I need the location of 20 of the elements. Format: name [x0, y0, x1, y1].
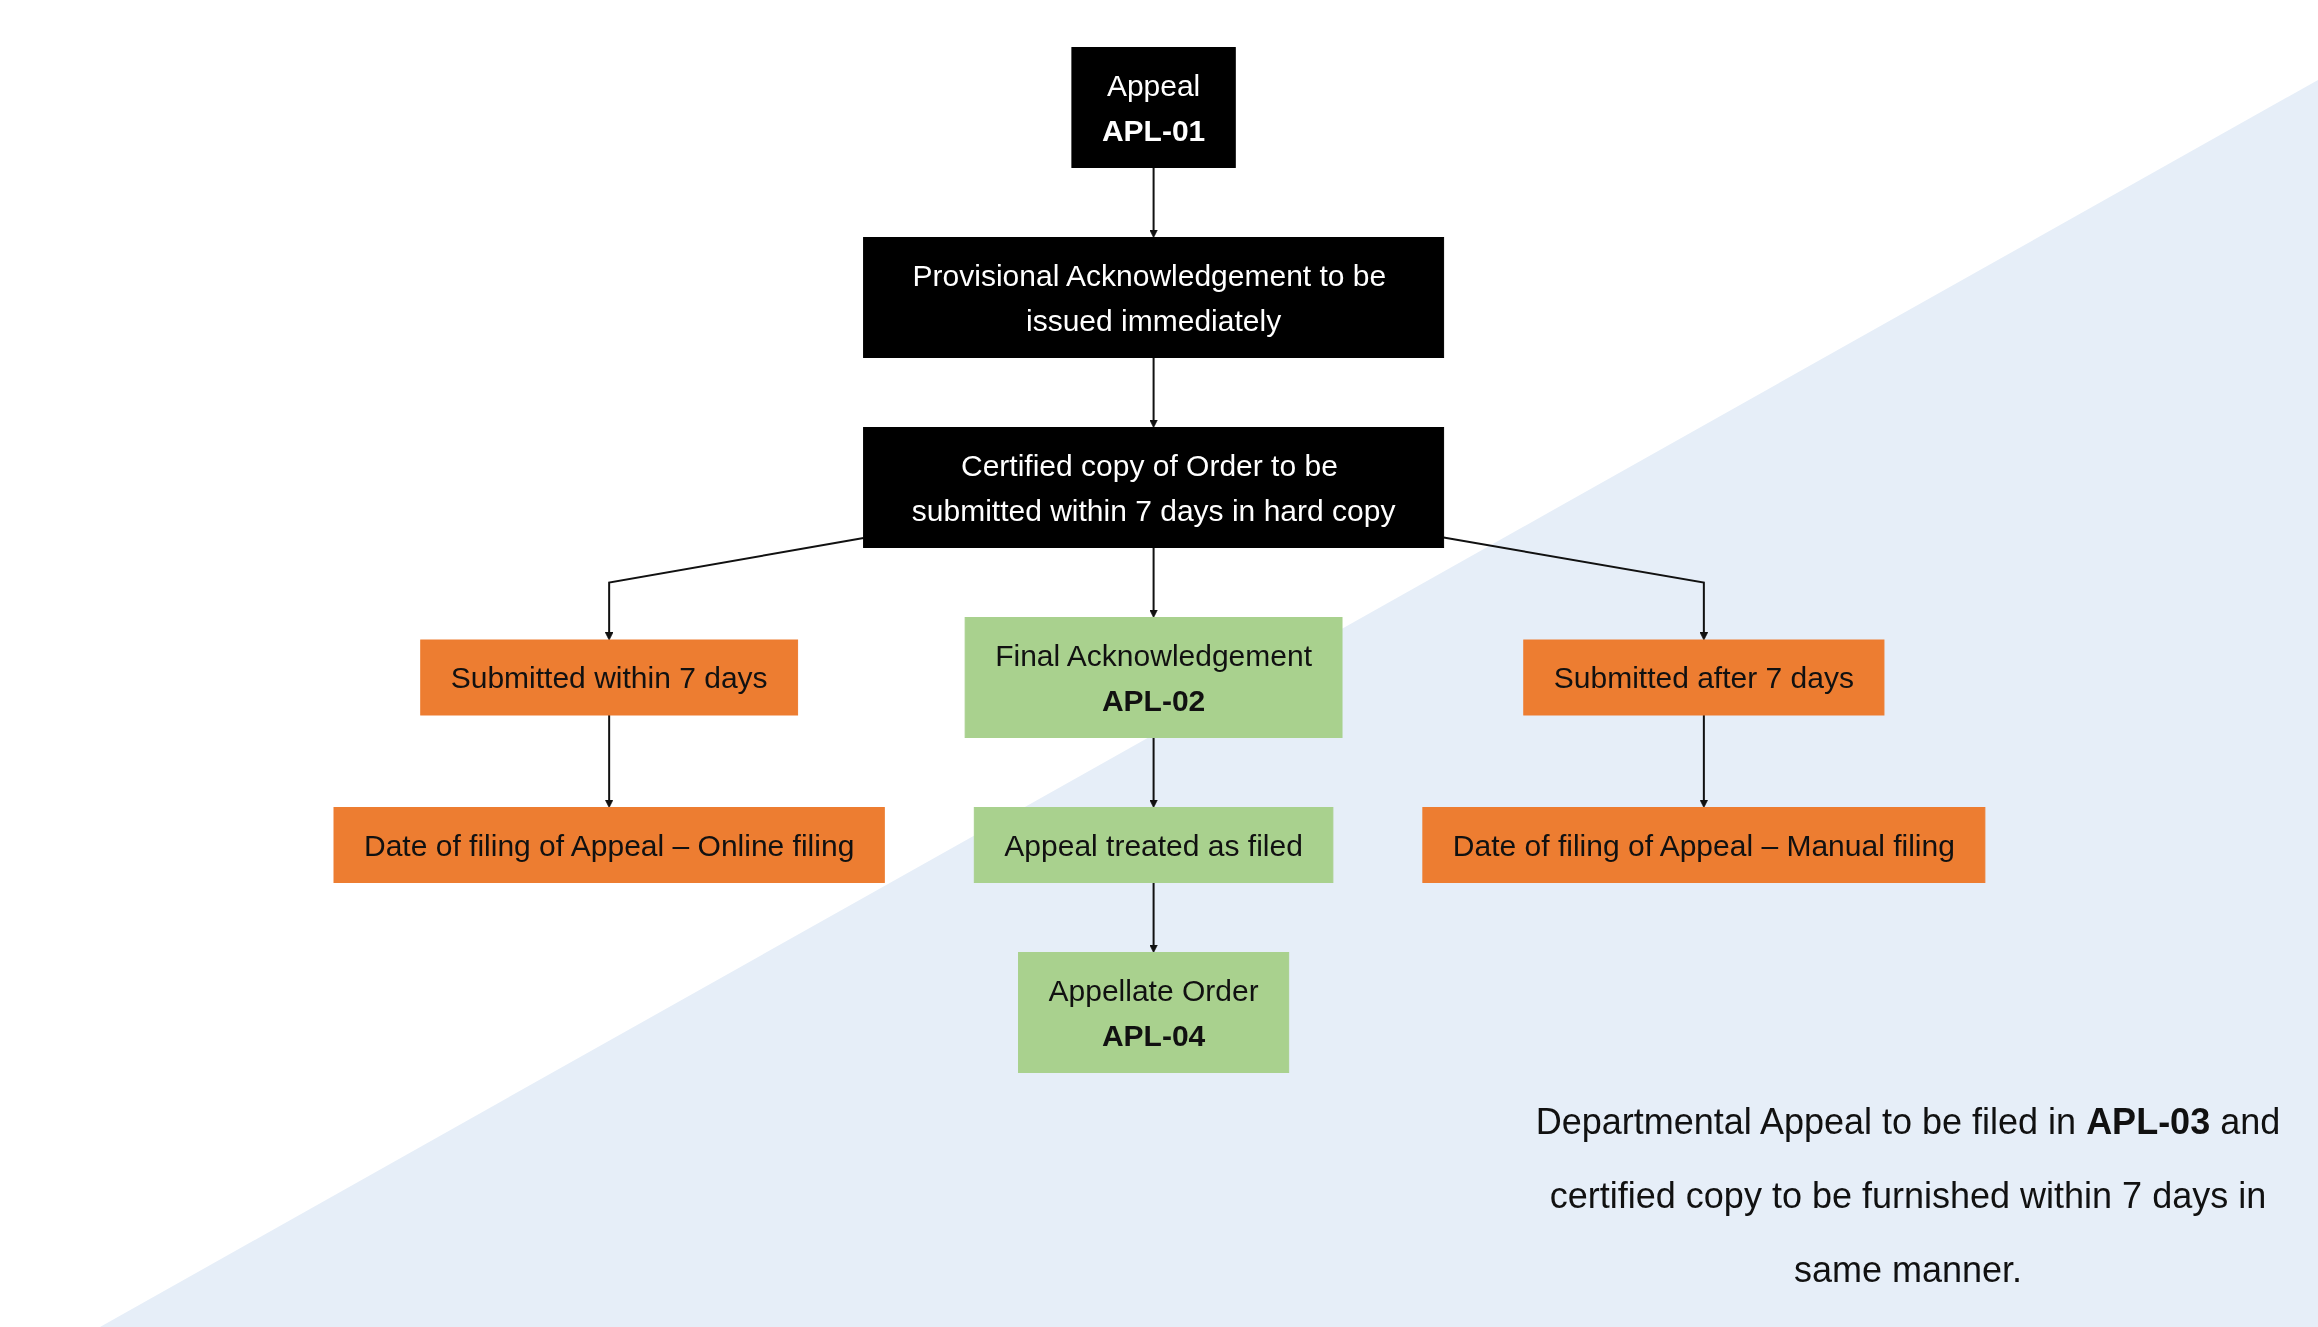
node-box: Appeal APL-01 — [1070, 47, 1236, 168]
arrow — [1148, 881, 1158, 953]
arrow — [604, 537, 865, 641]
note-text: Departmental Appeal to be filed in APL-03 and certified copy to be furnished within 7 days in same manner. — [1534, 1100, 2282, 1292]
node-box: Certified copy of Order to be submitted within 7 days in hard copy — [862, 427, 1444, 548]
arrow — [604, 714, 614, 808]
arrow — [1148, 166, 1158, 238]
node-box: Appeal treated as filed — [973, 807, 1333, 883]
node-box: Provisional Acknowledgement to be issued immediately — [862, 237, 1444, 358]
node-box: Final Acknowledgement APL-02 — [964, 617, 1343, 738]
arrow — [1442, 536, 1708, 641]
arrow — [1148, 356, 1158, 428]
node-box: Submitted within 7 days — [419, 639, 798, 716]
node-box: Submitted after 7 days — [1522, 639, 1884, 716]
node-box: Appellate Order APL-04 — [1017, 952, 1289, 1073]
arrow — [1699, 714, 1708, 808]
arrow — [1148, 736, 1158, 808]
arrow — [1148, 546, 1158, 618]
node-box: Date of filing of Appeal – Manual filing — [1421, 807, 1985, 883]
node-box: Date of filing of Appeal – Online filing — [333, 807, 885, 883]
